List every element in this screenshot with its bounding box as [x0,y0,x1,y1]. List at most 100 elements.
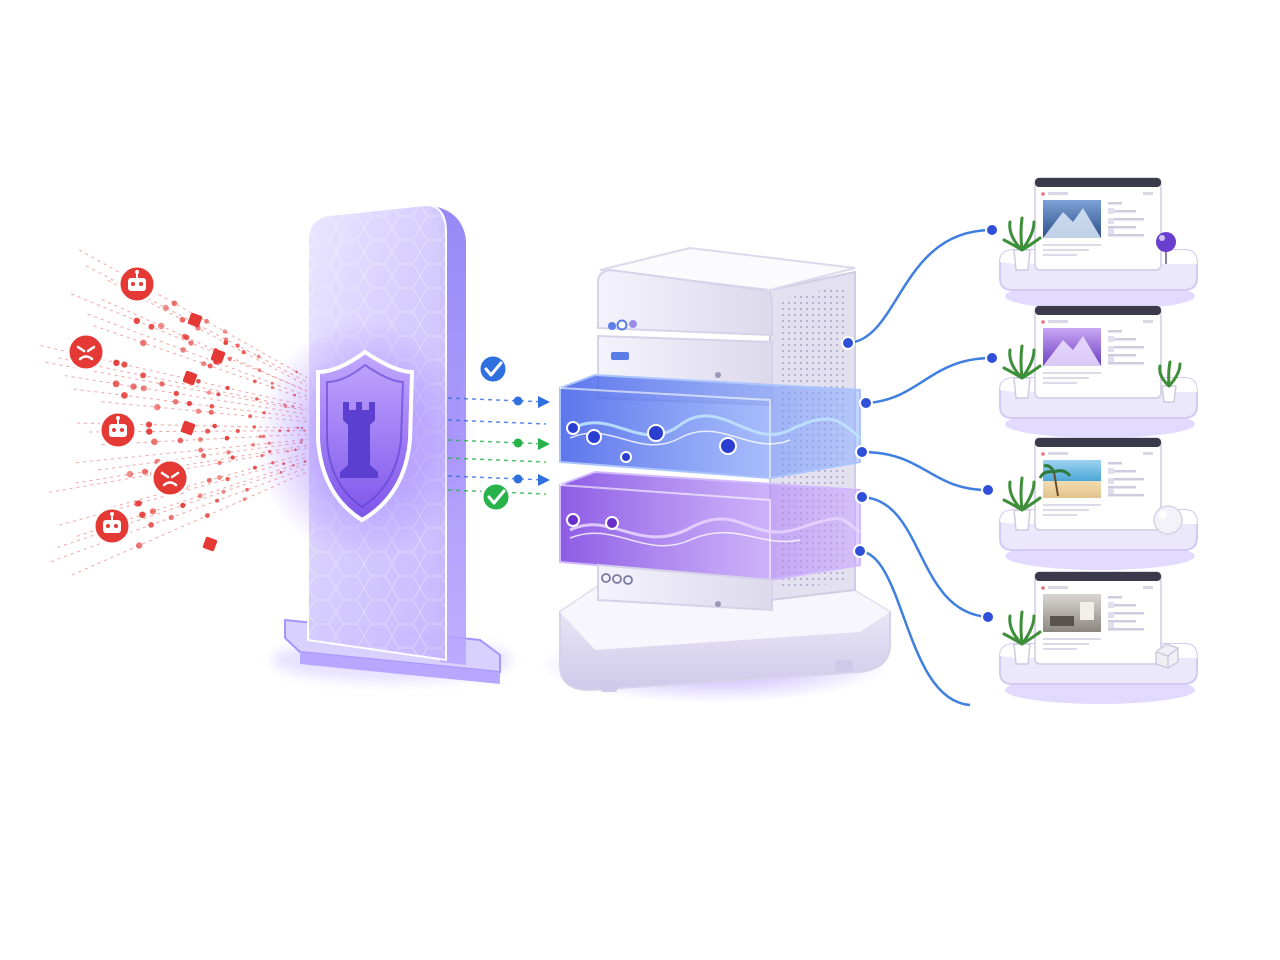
threat-particle [148,323,155,330]
threat-particle [159,381,165,387]
clean-traffic-line [447,397,547,403]
threat-particle [168,514,174,521]
threat-particle [154,404,161,411]
arrow-head [538,396,550,408]
threat-particle [226,450,231,455]
threat-particle [227,356,232,362]
verified-check-green [480,481,512,513]
threat-particle [146,428,153,435]
threat-cube [202,536,218,552]
robot-icon [98,410,138,450]
threat-particle [140,385,147,392]
threat-particle [141,468,149,475]
threat-particle [212,423,217,429]
threat-particle [121,392,128,399]
threat-particle [245,487,249,492]
threat-particle [121,361,128,368]
robot-icon [92,506,132,546]
threat-particle [251,443,255,447]
threat-particle [215,498,220,503]
threat-particle [206,390,212,395]
threat-particle [173,390,179,397]
plant-icon [1002,610,1042,665]
clean-traffic-line [447,457,547,463]
threat-particle [180,347,186,353]
threat-particle [216,392,221,397]
threat-particle [225,386,230,390]
threat-particle [134,500,141,507]
verified-check-blue [477,353,509,385]
threat-particle [151,438,158,446]
angry-face-icon [66,332,106,372]
threat-cube [187,312,203,328]
threat-particle [140,339,147,347]
clean-packet [513,396,523,406]
website-cards [999,177,1198,704]
threat-particle [149,508,157,515]
threat-particle [177,437,184,444]
plant-icon [1002,476,1042,531]
threat-particle [253,465,257,470]
threat-particle [253,379,257,384]
threat-particle [205,513,210,518]
threat-particle [198,447,204,453]
clean-traffic-line [447,419,547,425]
threat-particle [222,329,228,334]
threat-particle [235,343,240,348]
threat-particle [223,340,228,346]
plant-icon [1158,360,1182,388]
threat-particle [180,502,186,508]
threat-particle [257,368,262,372]
arrow-head [538,474,550,486]
website-card [999,305,1198,438]
threat-particle [255,397,259,401]
threat-particle [196,379,201,384]
threat-particle [256,354,261,359]
threat-particle [235,428,240,434]
clean-traffic-line [447,439,547,445]
threat-particle [209,404,215,409]
threat-particle [205,428,211,434]
threat-particle [207,363,213,369]
website-card [999,571,1198,704]
clean-traffic-line [447,475,547,481]
threat-particle [224,435,230,441]
clean-traffic-arrows [447,396,550,495]
threat-particle [172,399,179,405]
threat-particle [217,475,222,480]
website-card [999,177,1198,310]
threat-particle [217,460,222,465]
threat-particle [241,350,246,355]
threat-particle [201,453,207,459]
clean-packet [513,474,523,484]
threat-particle [186,400,192,407]
threat-particle [136,542,143,549]
threat-particle [179,316,186,323]
threat-particle [208,409,214,415]
hero-image [1043,460,1101,498]
firewall-panel [255,203,512,684]
threat-particle [162,304,169,311]
website-card [999,437,1198,570]
orb-icon [1156,232,1176,252]
threat-particle [130,383,137,390]
threat-particle [225,477,230,482]
threat-particle [204,318,209,324]
threat-particle [171,300,178,307]
plant-icon [1002,344,1042,399]
threat-particle [248,414,253,419]
threat-particle [113,359,120,366]
threat-particle [242,497,247,502]
threat-particle [252,425,257,429]
threat-cube [180,420,196,436]
status-light [608,322,616,330]
threat-particle [133,317,140,324]
output-connections [841,223,999,707]
threat-particle [206,477,212,483]
robot-icon [117,264,157,304]
threat-cube [210,348,226,364]
threat-particle [112,380,120,388]
threat-particle [145,421,153,428]
